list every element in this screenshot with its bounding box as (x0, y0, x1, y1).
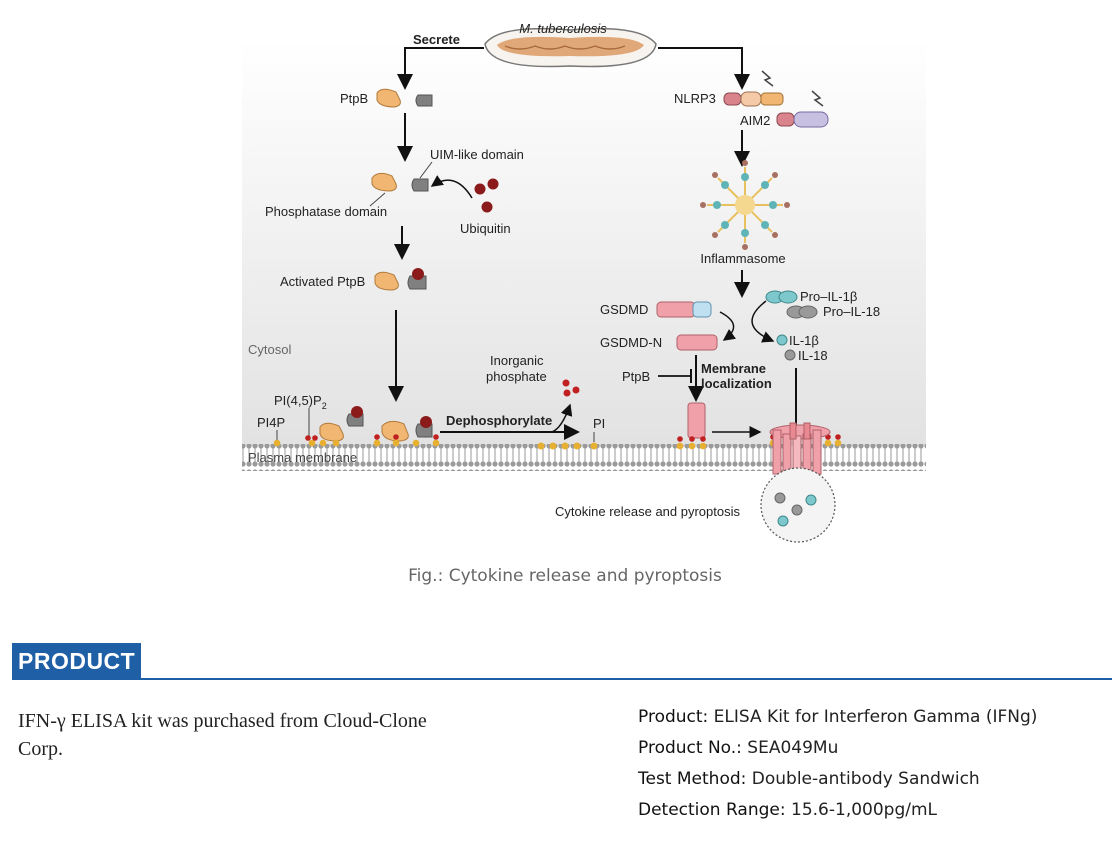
spec-key: Test Method: (638, 769, 747, 789)
danger-signal-icon-2 (811, 90, 824, 107)
membrane-ptpb-2 (381, 416, 433, 442)
nlrp3-label: NLRP3 (674, 91, 716, 106)
cytokine-release-label: Cytokine release and pyroptosis (555, 504, 740, 519)
nlrp3-protein (723, 91, 784, 107)
mtb-bacterium (484, 27, 657, 68)
figure-diagram: M. tuberculosis Secrete PtpB NLRP3 AIM2 … (242, 21, 926, 543)
pro-il1b-protein (765, 290, 798, 304)
uim-label: UIM-like domain (430, 147, 524, 162)
il18-label: IL-18 (798, 348, 828, 363)
pro-il18-protein (786, 305, 818, 319)
ptpb-label-mid: PtpB (622, 369, 650, 384)
gsdmd-n-protein (676, 334, 718, 351)
danger-signal-icon (761, 70, 774, 87)
spec-row-detection-range: Detection Range: 15.6-1,000pg/mL (638, 796, 1037, 827)
il-processing-arrow (751, 300, 775, 343)
spec-value: ELISA Kit for Interferon Gamma (IFNg) (708, 707, 1038, 727)
inflammasome-complex (700, 160, 790, 250)
inorganic-label: Inorganic (490, 353, 544, 368)
gsdmd-n-inserted (687, 402, 706, 439)
secrete-arrow (397, 47, 484, 90)
pi45p2-label: PI(4,5)P2 (274, 393, 327, 411)
pi4p-label: PI4P (257, 415, 285, 430)
pi-label: PI (593, 416, 605, 431)
ubiquitin-molecules (474, 178, 499, 213)
ptpb-domains (371, 172, 429, 192)
spec-row-test-method: Test Method: Double-antibody Sandwich (638, 765, 1037, 796)
plasma-membrane (242, 444, 926, 471)
pro-il1b-label: Pro–IL-1β (800, 289, 857, 304)
pyroptosis-figure: M. tuberculosis Secrete PtpB NLRP3 AIM2 … (242, 21, 926, 543)
aim2-protein (776, 111, 829, 128)
membrane-label: Membrane (701, 361, 766, 376)
figure-caption: Fig.: Cytokine release and pyroptosis (408, 566, 722, 586)
phosphate-release-arrow (551, 403, 573, 433)
gsdmd-n-label: GSDMD-N (600, 335, 662, 350)
nlrp3-arrow (658, 47, 750, 90)
plasma-membrane-label: Plasma membrane (248, 450, 357, 465)
activated-ptpb-protein (374, 268, 427, 291)
section-divider (12, 678, 1112, 680)
product-section-header: PRODUCT (12, 643, 142, 680)
gsdmd-pore (769, 422, 831, 479)
ptpb-label-top: PtpB (340, 91, 368, 106)
ubiquitin-label: Ubiquitin (460, 221, 511, 236)
spec-row-product: Product: ELISA Kit for Interferon Gamma … (638, 703, 1037, 734)
pro-il18-label: Pro–IL-18 (823, 304, 880, 319)
il1b-label: IL-1β (789, 333, 819, 348)
phosphate-molecules (562, 379, 580, 397)
localization-label: localization (701, 376, 772, 391)
ubiquitin-binding-arrow (430, 175, 473, 199)
cytosol-background (242, 40, 926, 446)
dephosphorylate-label: Dephosphorylate (446, 413, 552, 428)
spec-value: SEA049Mu (741, 738, 839, 758)
gsdmd-protein (656, 301, 712, 318)
spec-row-product-no: Product No.: SEA049Mu (638, 734, 1037, 765)
spec-value: Double-antibody Sandwich (746, 769, 980, 789)
secrete-label: Secrete (413, 32, 460, 47)
phosphate-label: phosphate (486, 369, 547, 384)
product-specs: Product: ELISA Kit for Interferon Gamma … (638, 703, 1037, 827)
spec-value: 15.6-1,000pg/mL (785, 800, 938, 820)
spec-key: Product No.: (638, 738, 742, 758)
spec-key: Product: (638, 707, 709, 727)
product-description: IFN-γ ELISA kit was purchased from Cloud… (18, 710, 427, 760)
il1b-molecule (776, 334, 788, 346)
cytosol-label: Cytosol (248, 342, 291, 357)
aim2-label: AIM2 (740, 113, 770, 128)
gsdmd-cleavage-arrow (719, 311, 737, 341)
inflammasome-label: Inflammasome (700, 251, 785, 266)
il18-molecule (784, 349, 796, 361)
phosphatase-label: Phosphatase domain (265, 204, 387, 219)
membrane-ptpb-1 (319, 406, 364, 442)
activated-ptpb-label: Activated PtpB (280, 274, 365, 289)
spec-key: Detection Range: (638, 800, 786, 820)
mtb-label: M. tuberculosis (519, 21, 607, 36)
gsdmd-label: GSDMD (600, 302, 648, 317)
ptpb-protein-top (376, 88, 433, 108)
